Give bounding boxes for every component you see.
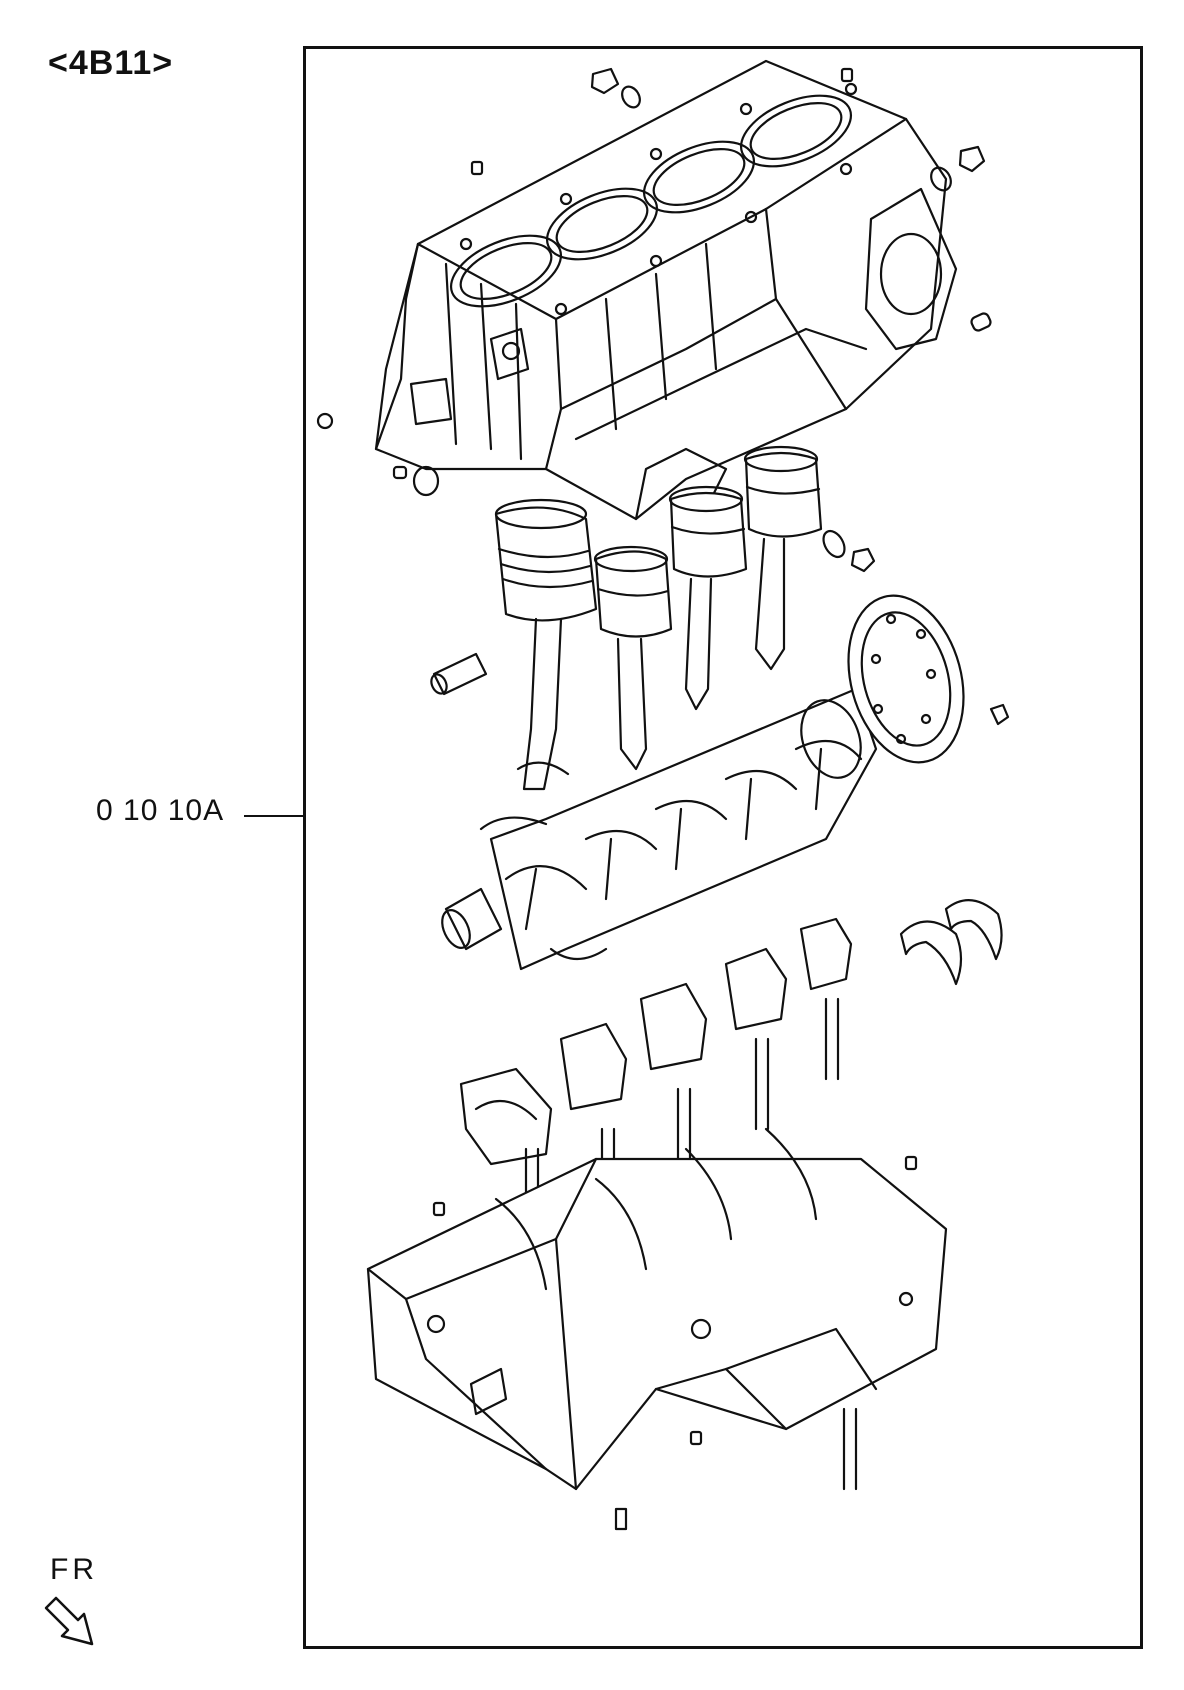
thrust-washers[interactable] [901,900,1002,984]
crank-sensor-plate[interactable] [831,583,1008,776]
part-leader-line [244,815,305,817]
block-fittings[interactable] [318,69,992,495]
short-block-exploded-view [306,49,1140,1646]
part-number-label[interactable]: 0 10 10A [96,794,225,827]
bedplate[interactable] [368,1129,946,1489]
cylinder-block[interactable] [376,61,956,519]
assembly-frame [303,46,1143,1649]
front-direction-label: FR [50,1553,98,1586]
crankshaft[interactable] [437,689,876,969]
engine-code-label: <4B11> [48,44,174,82]
bearing-caps[interactable] [461,919,851,1164]
direction-arrow-icon [44,1596,94,1646]
piston-assembly[interactable] [428,447,874,789]
